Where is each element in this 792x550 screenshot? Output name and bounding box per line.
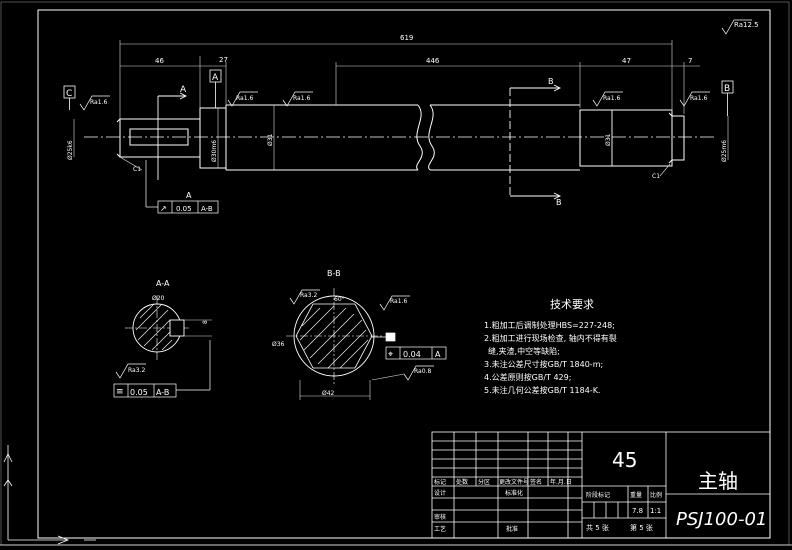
bb-roughness-bottom-symbol xyxy=(403,365,434,381)
aa-tol-symbol: ≡ xyxy=(116,387,124,397)
tb-material: 45 xyxy=(612,448,637,472)
dia-body: Ø31 xyxy=(267,133,274,146)
tb-part-name: 主轴 xyxy=(698,469,738,493)
tb-row-design: 设计 xyxy=(434,489,446,497)
tech-item-6: 5.未注几何公差按GB/T 1184-K. xyxy=(484,385,600,395)
tolerance-frame-main xyxy=(145,160,219,214)
section-aa-title: A-A xyxy=(156,279,170,288)
tb-sheets-total: 共 5 张 xyxy=(586,523,609,532)
section-b-cut xyxy=(509,84,562,200)
tol-main-datum: A-B xyxy=(201,205,213,213)
aa-roughness: Ra3.2 xyxy=(128,367,145,374)
bb-roughness-left: Ra3.2 xyxy=(300,292,317,299)
chamfer-right: C1 xyxy=(652,173,660,180)
tb-row-review: 审核 xyxy=(434,513,446,521)
bb-roughness-right: Ra1.6 xyxy=(390,298,407,305)
aa-tol-value: 0.05 xyxy=(130,388,148,397)
section-label-a-bottom: A xyxy=(186,191,192,200)
dim-mid-seg: 446 xyxy=(426,57,440,65)
tb-row-approve: 批准 xyxy=(506,525,518,533)
tb-scale-label: 比例 xyxy=(650,491,662,499)
roughness-r3: Ra1.6 xyxy=(293,95,310,102)
section-bb-hatch xyxy=(299,305,369,369)
bb-roughness-right-symbol xyxy=(379,295,410,311)
section-bb-title: B-B xyxy=(327,269,341,278)
dim-left-seg: 46 xyxy=(155,57,164,65)
dimension-lines xyxy=(119,40,700,120)
tol-main-symbol: ↗ xyxy=(160,204,167,213)
section-label-b-bottom: B xyxy=(556,198,562,207)
keyway xyxy=(129,128,189,146)
dim-overall: 619 xyxy=(400,34,413,42)
title-block xyxy=(431,431,771,539)
aa-dim-key: 8 xyxy=(202,320,209,324)
dim-gap-seg: 27 xyxy=(219,56,228,64)
roughness-symbols xyxy=(79,19,752,111)
tb-sheet-current: 第 5 张 xyxy=(630,523,653,532)
tech-item-3: 缝,夹渣,中空等缺陷; xyxy=(488,346,560,356)
bb-angle: 60° xyxy=(334,296,345,303)
section-label-b-top: B xyxy=(548,77,554,86)
tb-header-5: 年.月.日 xyxy=(550,478,572,486)
tb-weight-label: 重量 xyxy=(630,491,642,499)
tech-title: 技术要求 xyxy=(550,298,594,311)
bb-tol-datum: A xyxy=(435,350,441,359)
datum-c-label: C xyxy=(66,89,72,99)
tb-header-3: 更改文件号 xyxy=(499,478,529,486)
dia-right: Ø31 xyxy=(605,133,612,146)
tb-weight-value: 7.8 xyxy=(632,507,643,515)
tech-item-5: 4.公差原则按GB/T 429; xyxy=(484,372,571,382)
tech-item-1: 1.粗加工后调制处理HBS=227-248; xyxy=(484,320,615,330)
aa-tol-datum: A-B xyxy=(156,388,169,397)
section-a-cut xyxy=(157,92,188,180)
dim-end-seg: 7 xyxy=(688,57,692,65)
tech-items: 1.粗加工后调制处理HBS=227-248; 2.粗加工进行现场检查, 轴内不得… xyxy=(484,320,617,395)
bb-dim-lines xyxy=(299,380,371,400)
bb-tolerance-frame xyxy=(372,332,447,360)
bb-roughness-left-symbol xyxy=(289,289,320,305)
bb-tol-symbol: ⌖ xyxy=(388,350,393,360)
tb-header-1: 处数 xyxy=(456,478,468,486)
roughness-r5: Ra1.6 xyxy=(690,95,707,102)
tol-main-value: 0.05 xyxy=(176,205,192,213)
section-label-a-top: A xyxy=(180,85,187,95)
roughness-r1: Ra1.6 xyxy=(90,99,107,106)
drawing-border xyxy=(37,9,771,539)
aa-tolerance-frame xyxy=(113,340,211,398)
tech-item-2: 2.粗加工进行现场检查, 轴内不得有裂 xyxy=(484,333,617,343)
chamfer-left: C1 xyxy=(133,166,141,173)
section-aa-hatch xyxy=(135,303,173,351)
tb-part-number: PSJ100-01 xyxy=(676,509,767,530)
tb-header-0: 标记 xyxy=(434,478,446,486)
tb-scale-value: 1:1 xyxy=(650,507,661,515)
dia-left: Ø25k6 xyxy=(67,140,74,160)
tb-header-2: 分区 xyxy=(478,478,490,486)
tech-item-4: 3.未注公差尺寸按GB/T 1840-m; xyxy=(484,359,603,369)
aa-dim-dia: Ø20 xyxy=(152,295,165,302)
tb-row-process: 工艺 xyxy=(434,525,446,533)
bb-tol-value: 0.04 xyxy=(403,350,421,359)
datum-b-label: B xyxy=(724,84,730,94)
bb-dim-inner: Ø42 xyxy=(322,390,335,397)
roughness-r4: Ra1.6 xyxy=(603,95,620,102)
aa-roughness-symbol xyxy=(115,363,146,379)
dia-leaders xyxy=(73,105,729,170)
tb-stage-label: 阶段标记 xyxy=(586,491,610,499)
bb-dim-outer: Ø36 xyxy=(272,341,285,348)
section-aa-view xyxy=(125,296,189,360)
dia-a: Ø30m6 xyxy=(211,140,218,162)
tb-header-4: 签名 xyxy=(530,478,542,486)
bb-roughness-bottom: Ra0.8 xyxy=(414,368,431,375)
datum-a-label: A xyxy=(212,73,219,83)
roughness-r2: Ra1.6 xyxy=(236,95,253,102)
ucs-icon xyxy=(3,445,96,545)
tb-row-standard: 标准化 xyxy=(505,489,523,497)
dia-end: Ø25m6 xyxy=(721,140,728,162)
roughness-corner: Ra12.5 xyxy=(734,21,759,29)
dim-right-seg: 47 xyxy=(622,57,631,65)
section-bb-view xyxy=(286,288,384,386)
tb-headers: 标记 处数 分区 更改文件号 签名 年.月.日 xyxy=(434,478,572,486)
